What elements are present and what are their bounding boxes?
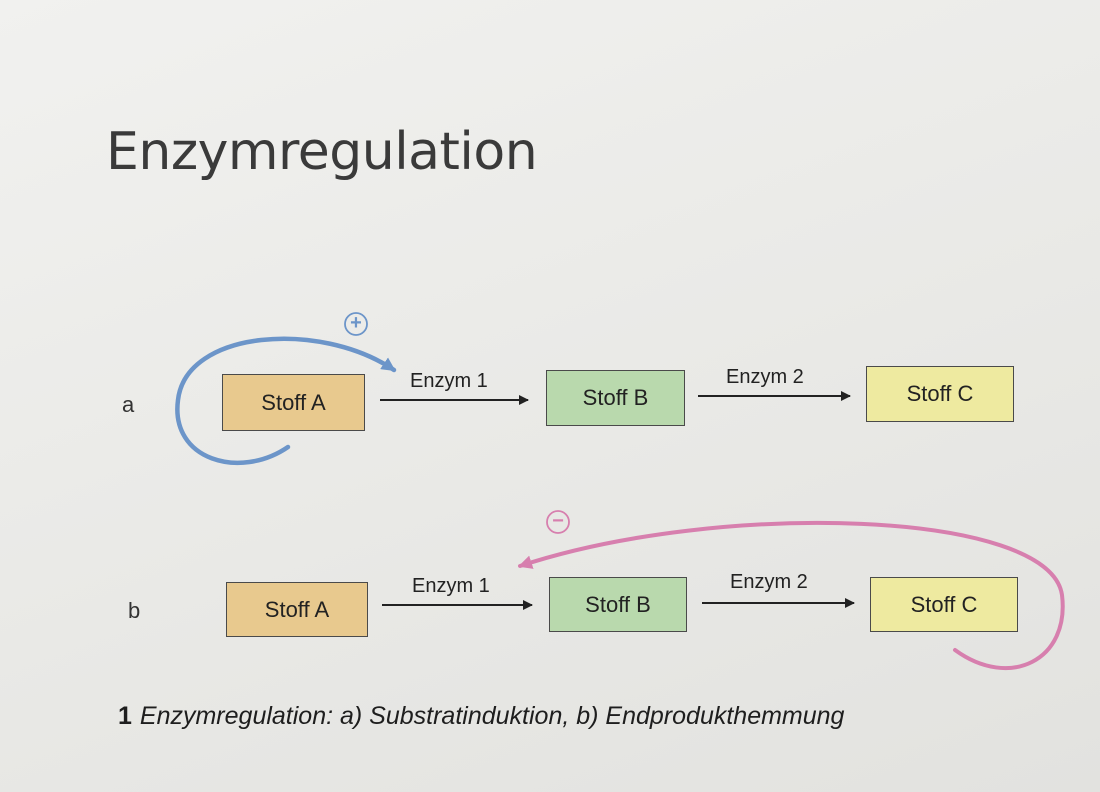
- enzyme-label-a2: Enzym 2: [726, 366, 804, 388]
- activation-arrow: [175, 336, 397, 465]
- caption-number: 1: [118, 702, 132, 730]
- inhibition-arrow: [518, 520, 1065, 670]
- activation-sign-circle: [344, 312, 368, 336]
- inhibition-sign-circle: [546, 510, 570, 534]
- row-label-b: b: [128, 598, 141, 623]
- minus-icon: −: [552, 510, 564, 532]
- page-title: Enzymregulation: [106, 122, 538, 182]
- stoff-a-box-a: Stoff A: [222, 374, 365, 431]
- stoff-a-box-b: Stoff A: [226, 582, 368, 637]
- enzyme-label-a1: Enzym 1: [410, 370, 488, 392]
- stoff-c-box-b: Stoff C: [870, 577, 1018, 632]
- enzyme-label-b2: Enzym 2: [730, 571, 808, 593]
- stoff-c-box-a: Stoff C: [866, 366, 1014, 422]
- enzyme-label-b1: Enzym 1: [412, 575, 490, 597]
- stoff-b-box-b: Stoff B: [549, 577, 687, 632]
- caption-text: Enzymregulation: a) Substratinduktion, b…: [139, 702, 845, 730]
- plus-icon: +: [350, 312, 362, 334]
- row-label-a: a: [122, 392, 135, 417]
- stoff-b-box-a: Stoff B: [546, 370, 685, 426]
